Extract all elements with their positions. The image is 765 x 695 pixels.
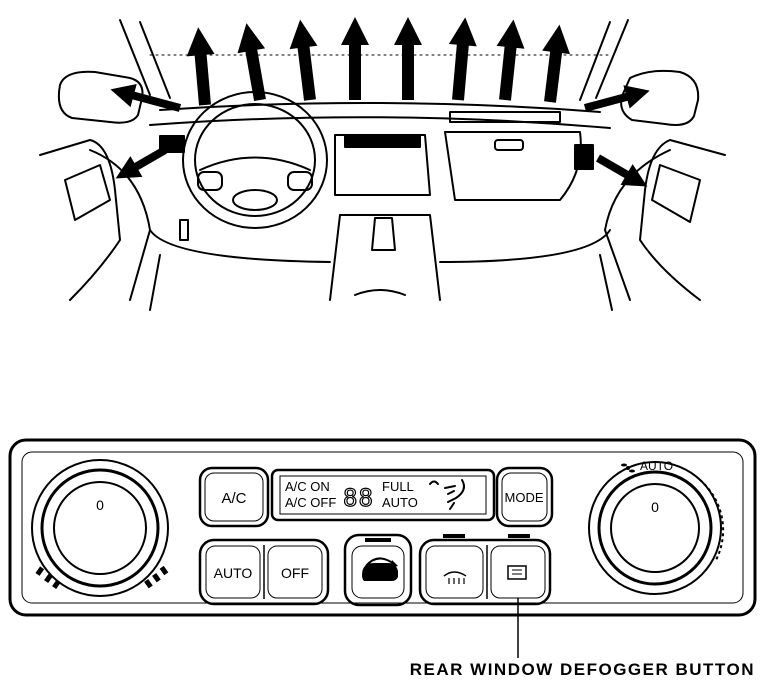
mode-button-label: MODE [505,490,544,505]
passenger-vent [449,111,561,123]
temperature-dial-knob [53,481,147,575]
rear-defrost-indicator [508,534,530,538]
left-a-pillar [119,19,151,96]
front-defrost-indicator [443,534,465,538]
left-door [39,139,121,301]
steering-wheel-inner [194,103,316,217]
temperature-scale-hot [144,565,169,589]
defrost-arrow [341,17,369,100]
defrost-arrow [394,17,422,100]
temperature-dial[interactable]: 0 [31,459,169,597]
off-button[interactable]: OFF [267,545,323,599]
fan-dial-ring [588,461,722,595]
defroster-button-group [418,534,552,606]
recirculation-button[interactable] [343,533,413,607]
right-lower-dash [439,229,611,263]
recirculation-icon [362,557,398,581]
temperature-dial-knob-outer [40,468,160,588]
left-mirror [57,70,144,124]
center-vents [344,134,421,148]
steering-pad-right [287,171,313,191]
ac-button-label: A/C [221,490,246,507]
steering-wheel [182,91,328,229]
fan-speed-dial[interactable]: 0 AUTO [588,459,725,595]
defrost-arrow [186,27,215,106]
side-arrow-right-upper [583,85,650,112]
right-door-handle [651,164,701,223]
defrost-arrow [496,19,525,101]
left-a-pillar-inner [139,21,171,99]
right-floor [599,254,613,311]
dash-top [159,101,601,113]
panel-inner-bezel [21,451,744,604]
front-defroster-button[interactable] [425,545,484,599]
right-mirror [620,69,700,126]
temperature-dial-ring [31,459,169,597]
defrost-arrow [237,23,266,102]
mode-button[interactable]: MODE [495,466,554,528]
dashboard-illustration [39,19,726,311]
auto-button-label: AUTO [214,565,253,581]
rear-window-defogger-button[interactable] [490,545,546,599]
display-temp-digits: 88 [343,484,374,512]
display-mode-icon [429,479,465,510]
rear-defogger-icon [507,565,527,580]
console-right [339,214,441,301]
auto-button[interactable]: AUTO [205,545,261,599]
display-ac-on: A/C ON [285,479,330,494]
display-ac-off: A/C OFF [285,495,336,510]
glove-box-handle [494,139,524,151]
console-left [329,214,341,301]
steering-pad-left [197,171,223,191]
side-arrow-right-lower [596,154,648,187]
right-door-trim [604,149,671,301]
defrost-arrow [448,17,477,101]
glove-box [444,131,582,201]
steering-spokes [199,156,311,171]
front-defroster-icon [443,571,467,584]
fan-dial-mark: 0 [651,499,659,515]
left-lower-dash [149,229,331,263]
temperature-dial-mark: 0 [96,497,104,513]
fan-dial-knob-outer [597,470,713,586]
display-full: FULL [382,479,414,494]
defrost-arrow [289,19,318,101]
left-door-handle [64,164,111,221]
recirculation-indicator [365,538,391,542]
climate-display: A/C ON A/C OFF 88 FULL AUTO [270,468,496,522]
off-button-label: OFF [281,565,309,581]
right-door [639,139,726,301]
side-arrow-left-upper [110,83,182,112]
left-knee-switch [179,219,189,241]
defrost-arrow [542,24,570,103]
fan-icon [621,463,635,473]
panel-bezel [8,438,757,617]
display-auto: AUTO [382,495,418,510]
temperature-scale-cold [35,566,61,589]
steering-hub [232,189,278,211]
fan-dial-knob [610,483,700,573]
side-arrow-left-lower [115,146,167,179]
left-floor [149,254,161,311]
left-side-vent [159,135,185,153]
fan-dial-auto-label: AUTO [640,459,673,473]
gear-lever [371,217,396,251]
ac-button[interactable]: A/C [198,466,270,528]
right-a-pillar-inner [579,21,611,101]
console-bin [354,289,406,296]
right-a-pillar [595,19,629,99]
rear-window-defogger-caption: REAR WINDOW DEFOGGER BUTTON [409,660,755,679]
climate-control-panel: 0 A/C A/C ON A/C OFF 88 FULL [8,438,757,658]
auto-off-button-group: AUTO OFF [198,538,330,606]
fan-speed-scale [699,479,725,561]
right-side-vent [574,144,594,170]
left-door-trim [89,149,151,301]
airflow-arrows [110,17,650,187]
